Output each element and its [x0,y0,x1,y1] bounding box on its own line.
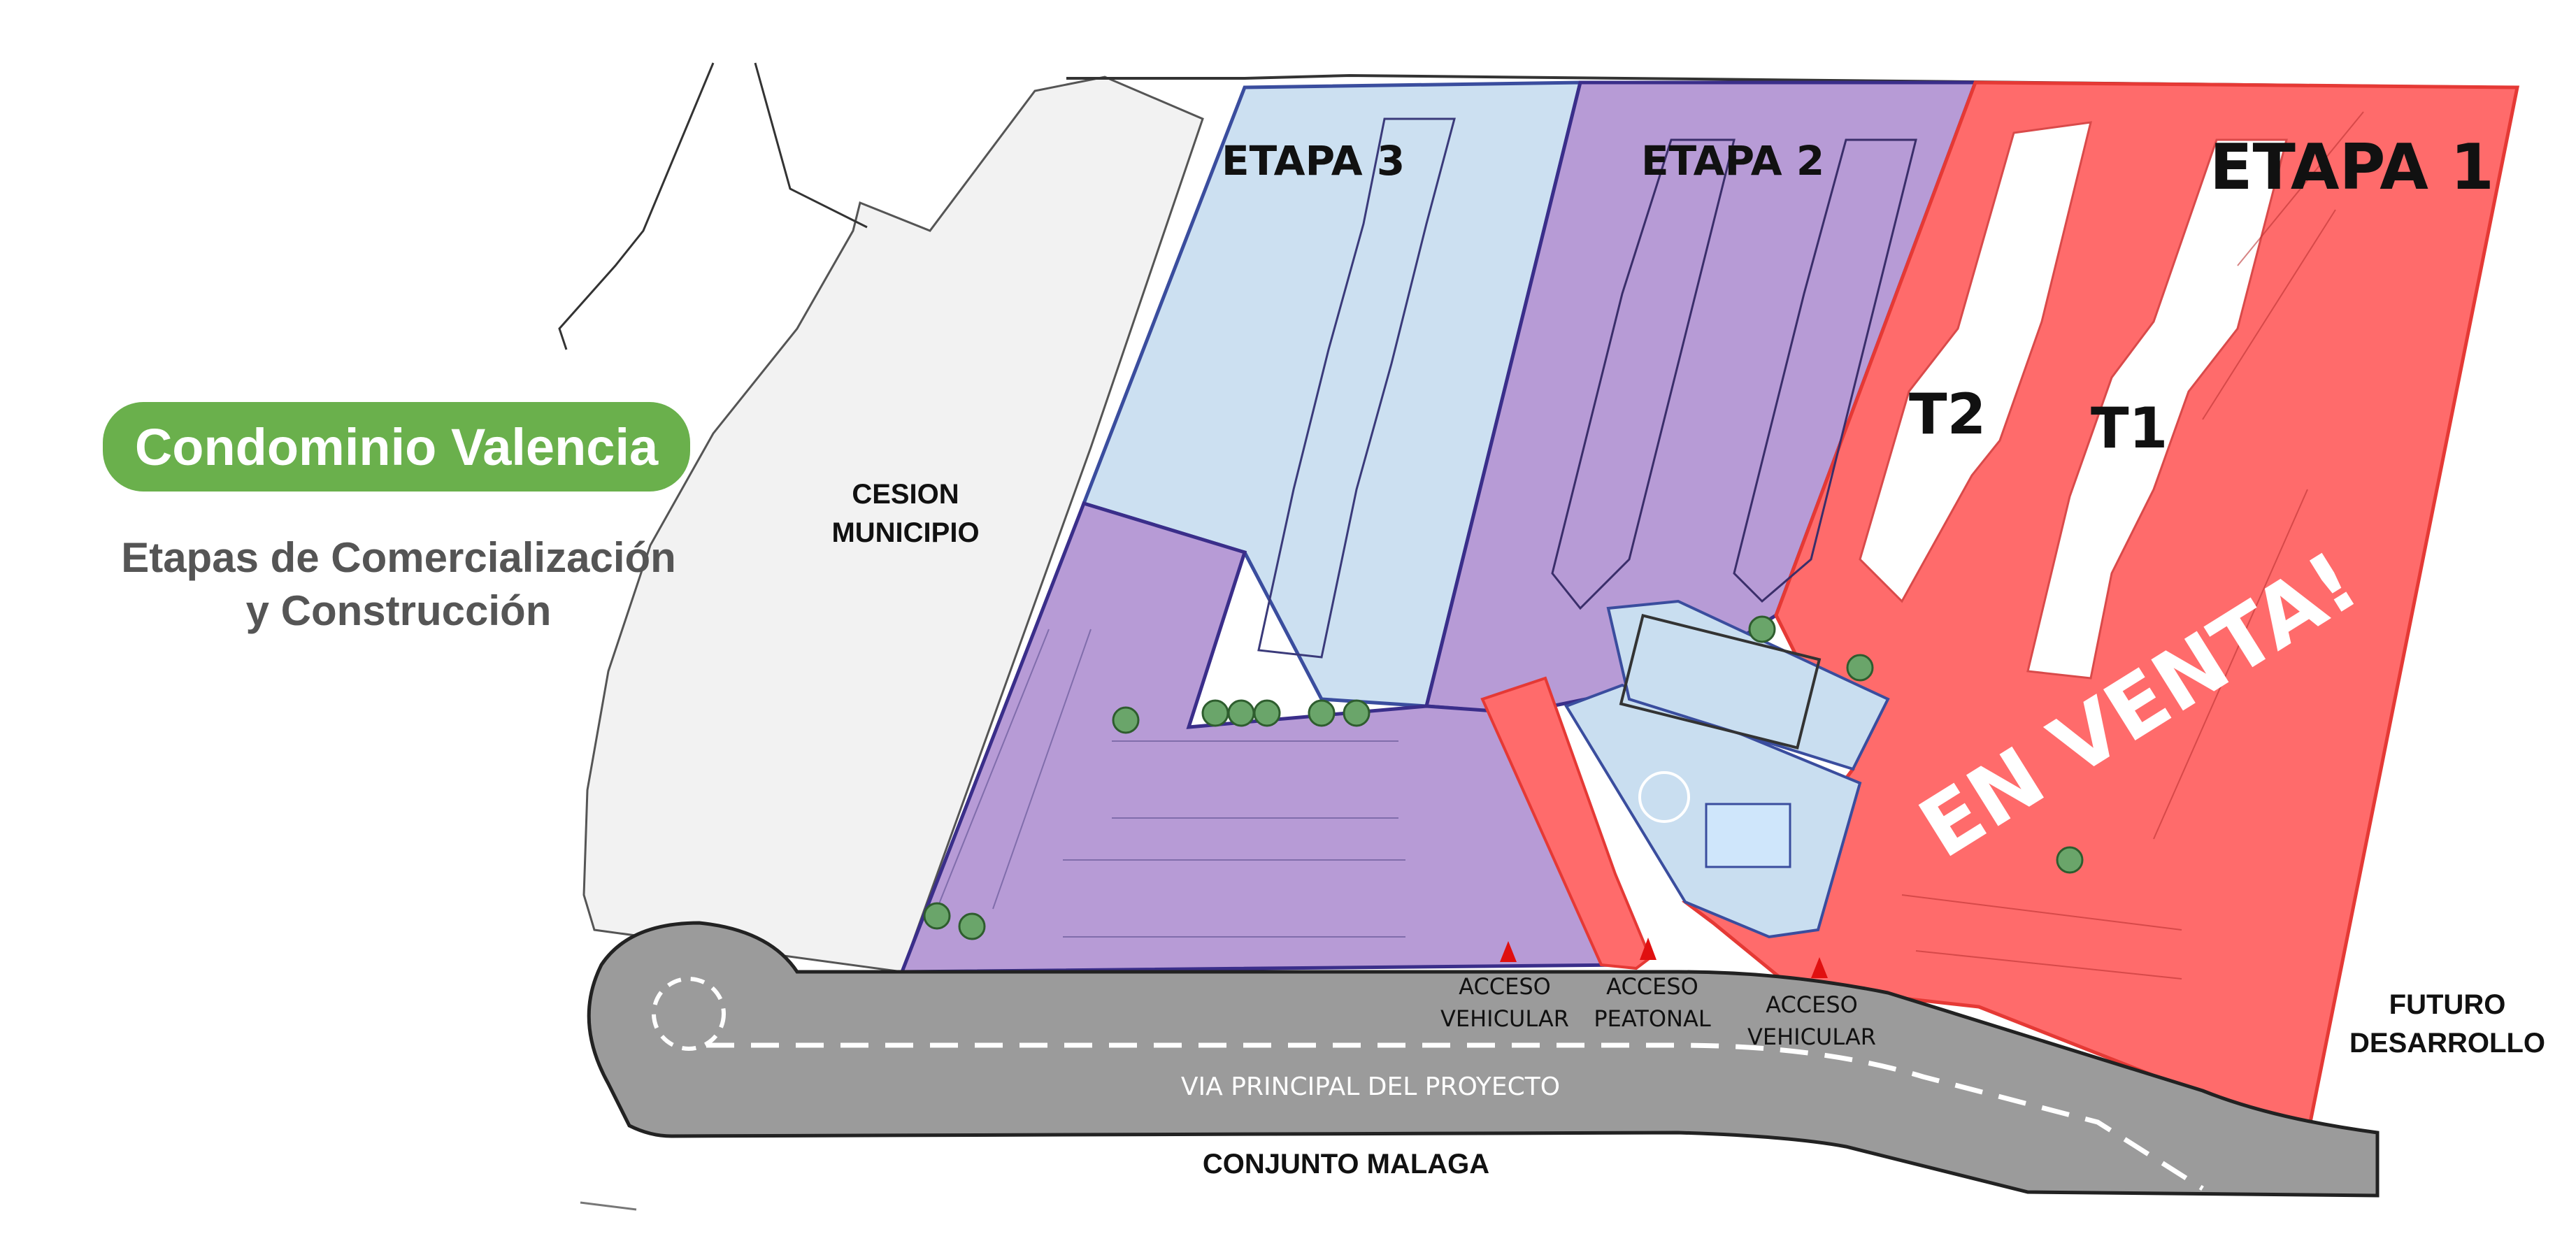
parking-lines-etapa1 [1901,111,2364,980]
futuro-label-line1: FUTURO [2389,989,2506,1020]
etapa3-label: ETAPA 3 [1222,137,1405,185]
etapa1-label: ETAPA 1 [2210,131,2494,204]
boundary-line [558,62,715,350]
subtitle-line1: Etapas de Comercialización [121,534,676,581]
access-left-line2: VEHICULAR [1440,1005,1569,1032]
trees [923,615,2084,940]
subtitle-line2: y Construcción [245,587,552,634]
building-outline [1257,117,1456,659]
access-right-line2: VEHICULAR [1747,1024,1876,1050]
pool-deck [1619,614,1822,749]
access-center-line2: PEATONAL [1594,1005,1710,1032]
roundabout-plaza [1638,771,1690,823]
etapa2-label: ETAPA 2 [1641,137,1824,185]
conjunto-label: CONJUNTO MALAGA [1203,1149,1489,1179]
pool [1705,803,1791,868]
tower-t1-footprint [2026,138,2288,680]
access-left-line1: ACCESO [1459,973,1551,1000]
futuro-label-line2: DESARROLLO [2349,1028,2545,1059]
access-marker-peatonal [1640,938,1656,960]
cesion-label-line1: CESION [852,479,959,510]
main-road [587,921,2380,1198]
access-marker-vehicular-right [1811,957,1828,978]
boundary-line [754,62,868,229]
access-marker-vehicular-left [1500,941,1517,962]
cesion-area [582,76,1204,973]
subtitle: Etapas de Comercialización y Construcció… [84,531,713,638]
boundary-line [580,1201,637,1211]
building-outline [1551,138,1736,610]
access-center-line1: ACCESO [1606,973,1698,1000]
tower-t2-footprint [1859,121,2092,603]
road-label: VIA PRINCIPAL DEL PROYECTO [1181,1073,1560,1101]
parking-lines [936,629,1405,938]
building-outline [1733,138,1917,603]
title-badge: Condominio Valencia [103,402,690,492]
roundabout [652,977,726,1051]
access-right-line1: ACCESO [1766,991,1858,1018]
road-centerline [706,1042,2204,1191]
cesion-label-line2: MUNICIPIO [831,517,979,548]
tower-t2-label: T2 [1909,382,1986,447]
tower-t1-label: T1 [2091,396,2168,461]
